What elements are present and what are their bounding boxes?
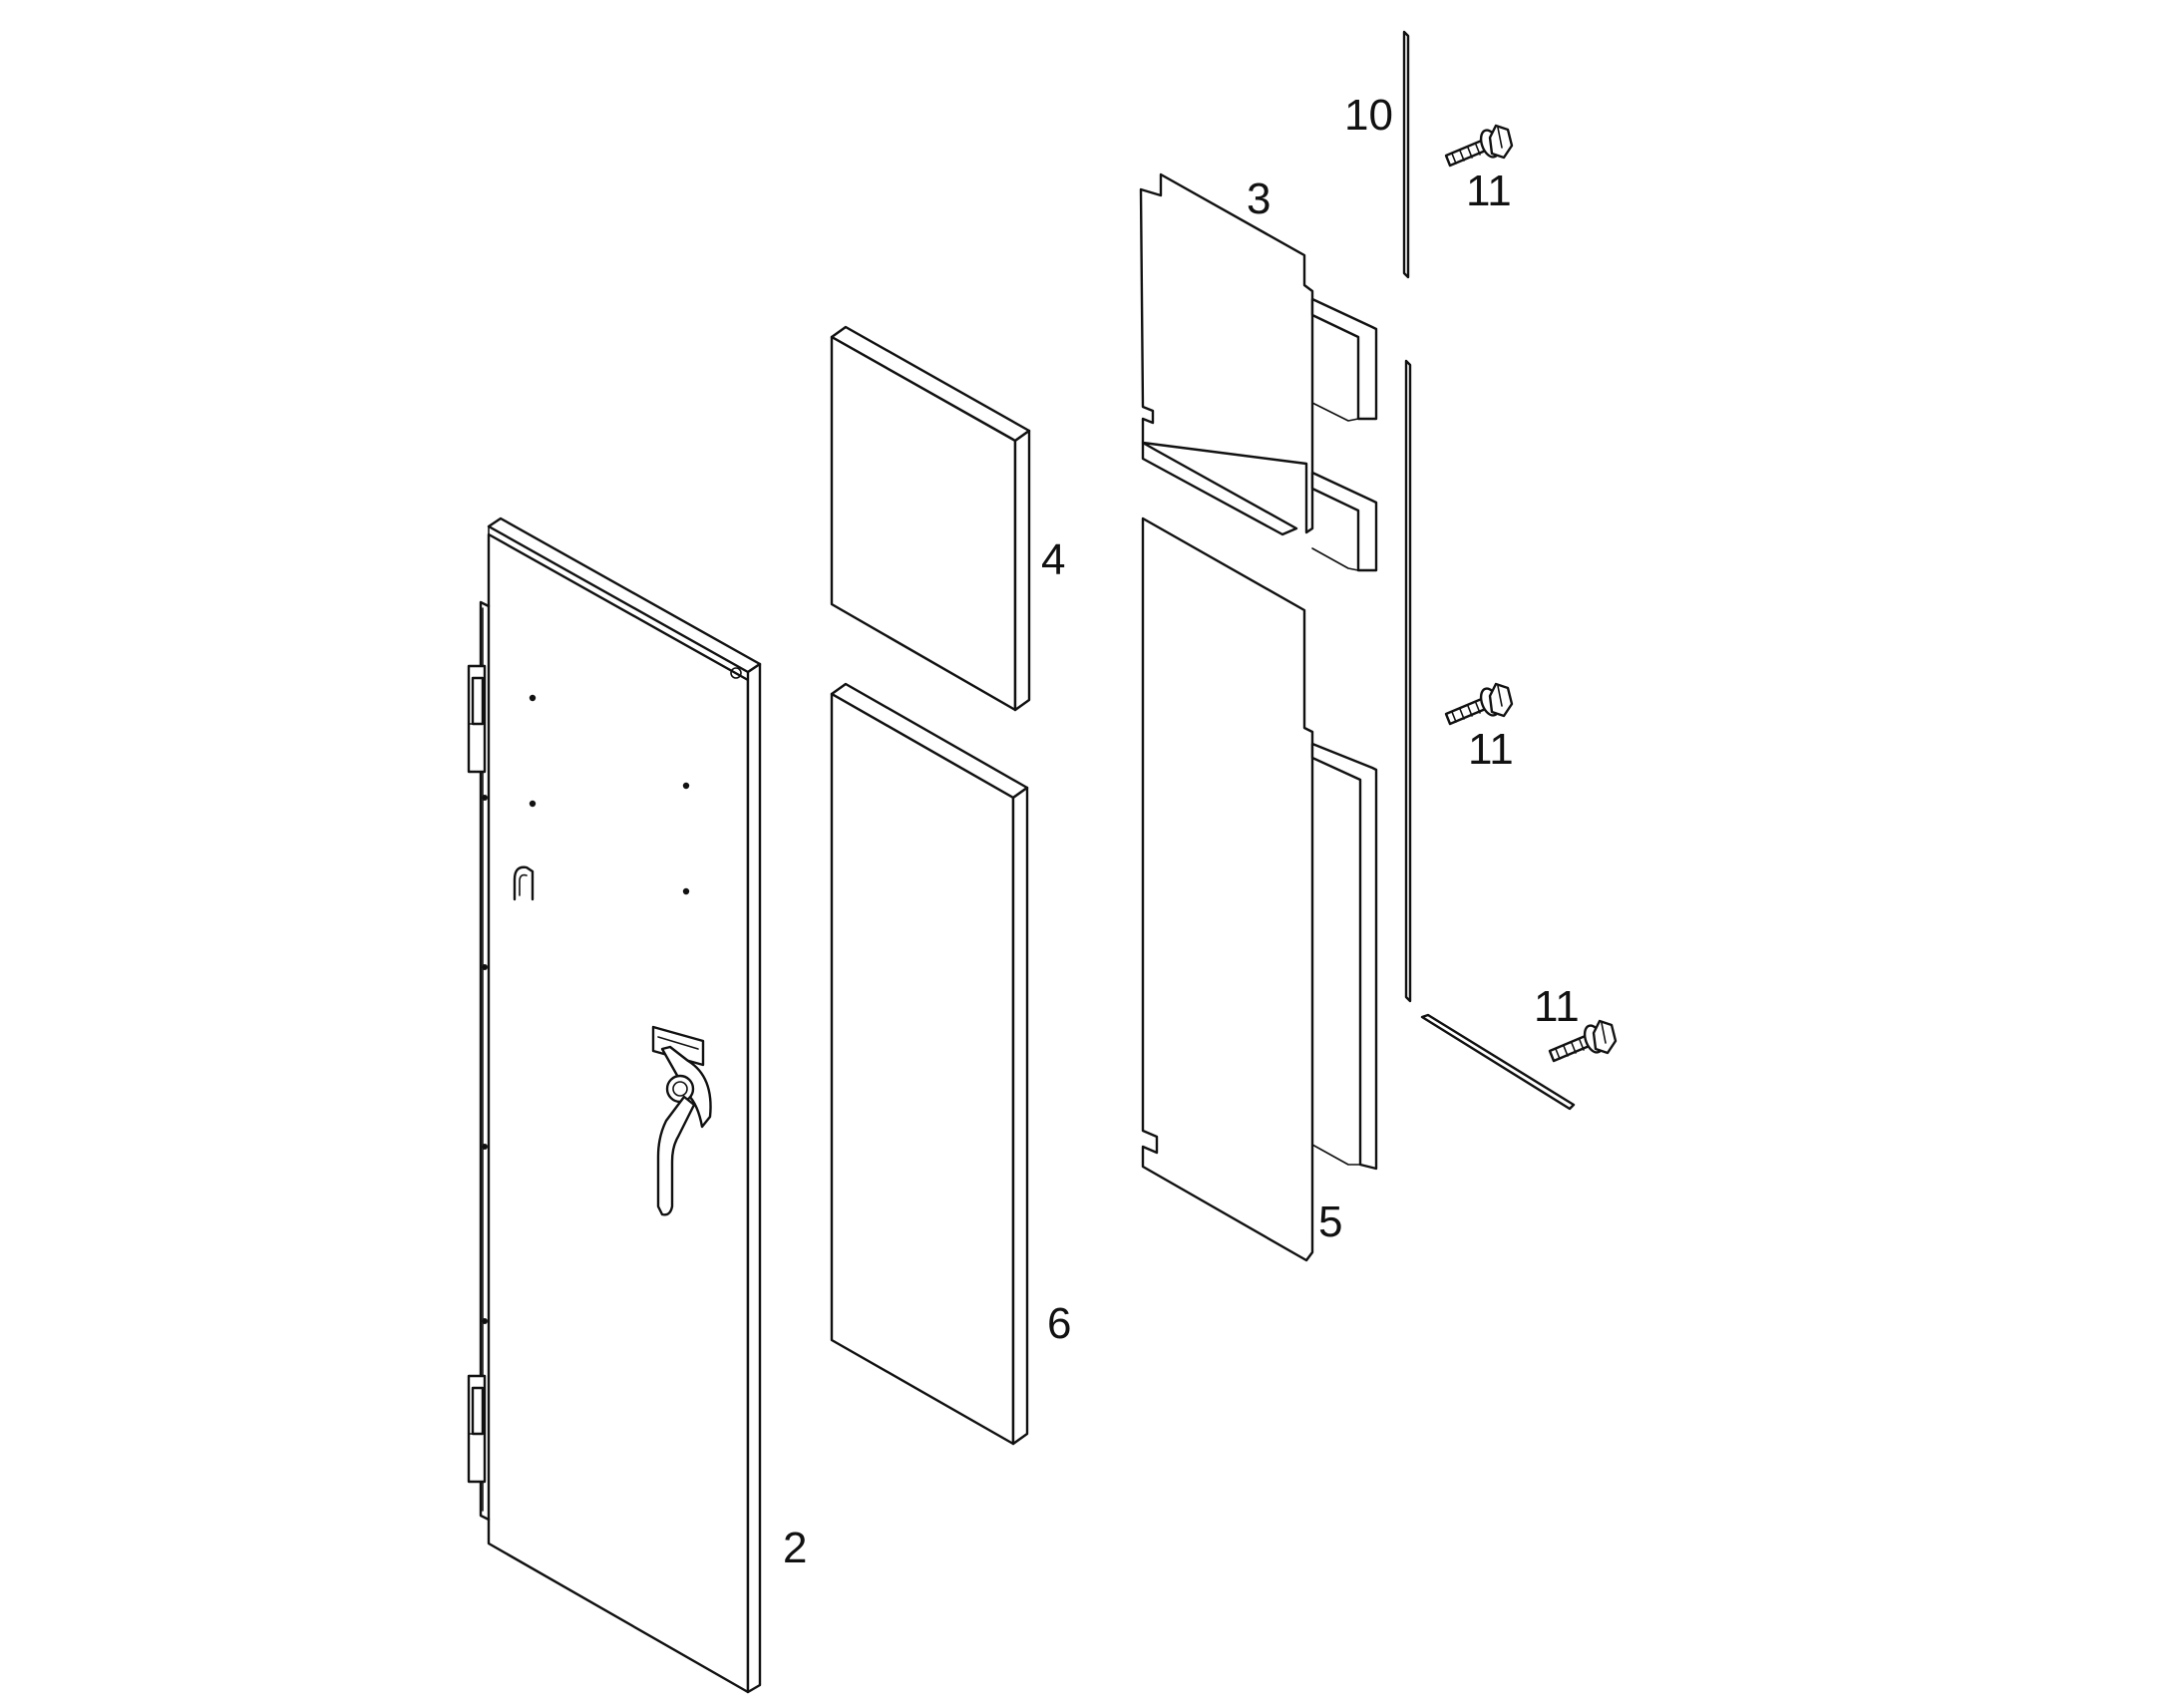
catch-bracket xyxy=(513,865,535,901)
lower-panel xyxy=(1141,516,1378,1262)
callout-door: 2 xyxy=(783,1524,807,1572)
seal-strip-diagonal xyxy=(1420,1013,1576,1111)
seal-strip-long xyxy=(1404,359,1412,1003)
hex-flange-screw-icon xyxy=(1548,1019,1618,1063)
callout-lower-insulation: 6 xyxy=(1047,1299,1071,1348)
upper-panel xyxy=(1139,172,1378,572)
lower-panel-flange xyxy=(1310,742,1378,1171)
door-assembly xyxy=(467,516,762,1694)
callout-seal-strip: 10 xyxy=(1344,91,1393,140)
hinge-icon xyxy=(467,664,487,774)
callout-screw-bottom: 11 xyxy=(1534,982,1580,1031)
lower-insulation-block xyxy=(830,682,1029,1446)
upper-panel-flange-top xyxy=(1310,297,1378,422)
upper-insulation-block xyxy=(830,325,1031,712)
callout-upper-panel: 3 xyxy=(1247,174,1271,223)
upper-panel-flange-bottom xyxy=(1310,471,1378,572)
callout-screw-top: 11 xyxy=(1466,167,1512,215)
hinge-icon xyxy=(467,1374,487,1484)
callout-upper-insulation: 4 xyxy=(1041,535,1065,584)
hex-flange-screw-icon xyxy=(1444,682,1514,726)
callout-lower-panel: 5 xyxy=(1318,1197,1342,1246)
callout-screw-middle: 11 xyxy=(1468,725,1514,774)
door-latch-handle-icon xyxy=(651,1025,712,1216)
hex-flange-screw-icon xyxy=(1444,124,1514,168)
seal-strip-upper xyxy=(1402,30,1410,279)
